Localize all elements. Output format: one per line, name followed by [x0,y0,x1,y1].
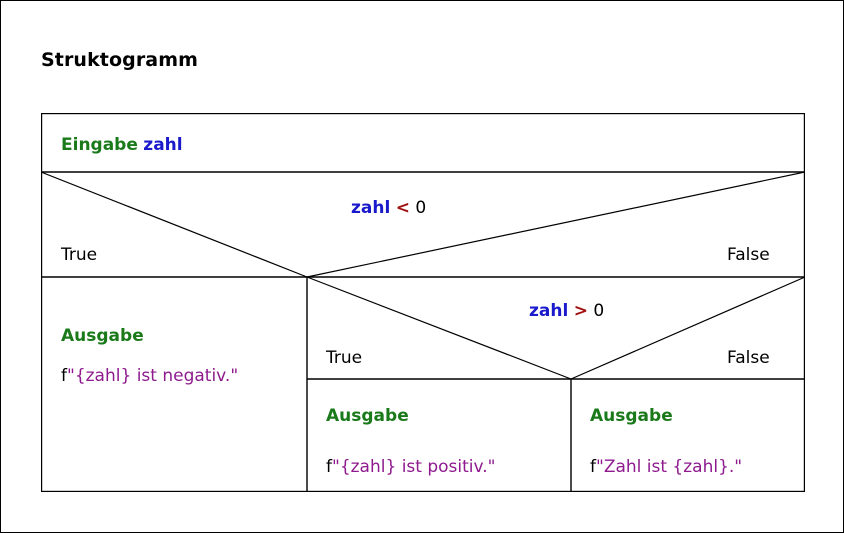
inner-condition-expression: zahl > 0 [529,301,604,321]
outer-condition-operator: < [395,198,410,218]
input-keyword: Eingabe [61,135,138,155]
inner-true-output-string: "{zahl} ist positiv." [332,457,496,477]
outer-condition-variable: zahl [351,198,391,218]
true-branch-output-value: f"{zahl} ist negativ." [61,366,238,386]
inner-false-output-keyword-text: Ausgabe [590,406,673,426]
inner-true-output-keyword: Ausgabe [326,406,409,426]
true-branch-output-keyword-text: Ausgabe [61,326,144,346]
outer-condition-value: 0 [415,198,427,218]
inner-false-output-keyword: Ausgabe [590,406,673,426]
inner-true-output-value: f"{zahl} ist positiv." [326,457,495,477]
inner-true-output-keyword-text: Ausgabe [326,406,409,426]
page-title: Struktogramm [41,49,199,71]
inner-condition-false-label: False [727,348,770,368]
inner-condition-variable: zahl [529,301,569,321]
inner-condition-true-label: True [326,348,363,368]
outer-condition-false-label: False [727,245,770,265]
true-branch-output-keyword: Ausgabe [61,326,144,346]
inner-false-output-value: f"Zahl ist {zahl}." [590,457,742,477]
inner-condition-value: 0 [593,301,605,321]
inner-true-output-fprefix: f [326,457,332,477]
true-branch-output-fprefix: f [61,366,67,386]
structogram-diagram: Eingabe zahl zahl < 0 True False Ausgabe… [41,113,805,492]
outer-condition-true-label: True [61,245,98,265]
input-variable: zahl [143,135,183,155]
true-branch-output-string: "{zahl} ist negativ." [67,366,239,386]
inner-condition-operator: > [573,301,588,321]
inner-false-output-fprefix: f [590,457,596,477]
inner-false-output-string: "Zahl ist {zahl}." [596,457,743,477]
input-block: Eingabe zahl [61,135,183,155]
outer-condition-expression: zahl < 0 [351,198,426,218]
structogram-lines [41,113,805,492]
